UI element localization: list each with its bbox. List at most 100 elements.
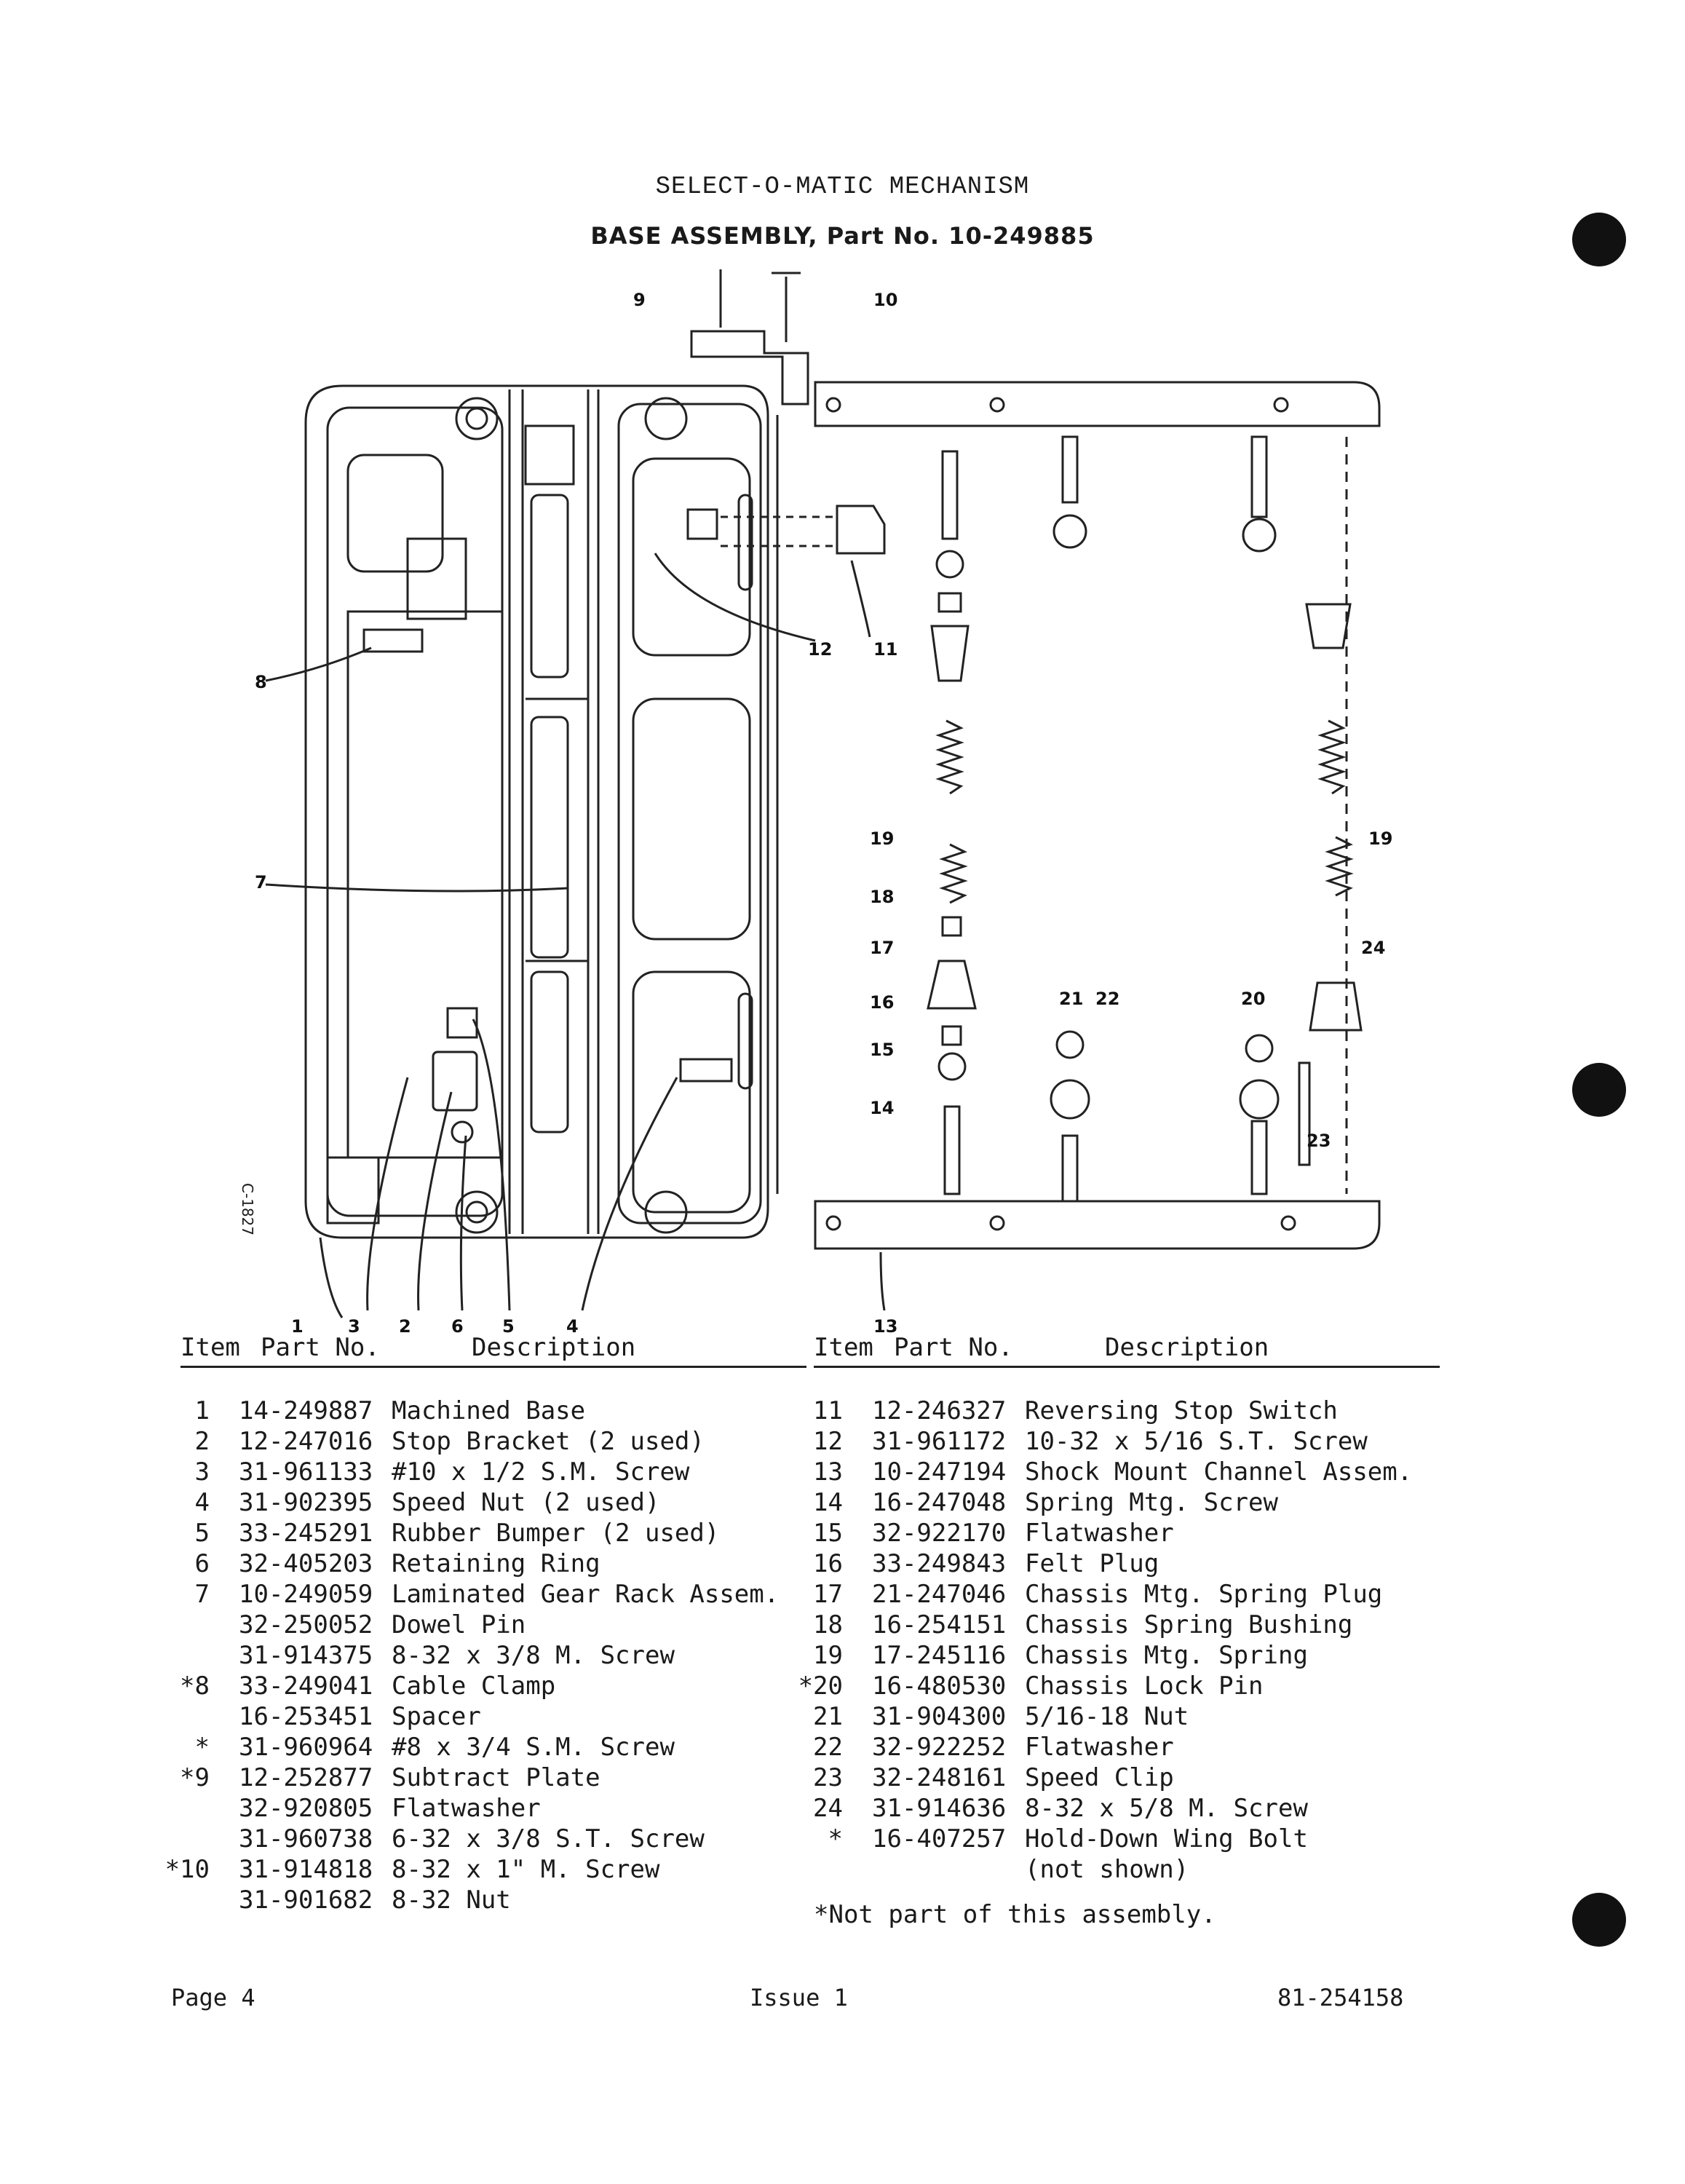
part-description: Chassis Spring Bushing (1025, 1610, 1353, 1639)
part-description: Chassis Mtg. Spring Plug (1025, 1580, 1383, 1609)
part-number: 14-249887 (239, 1396, 373, 1425)
callout-17: 17 (870, 938, 894, 958)
part-description: 10-32 x 5/16 S.T. Screw (1025, 1427, 1368, 1456)
bottom-channel (814, 1200, 1381, 1250)
part-number: 31-960964 (239, 1733, 373, 1762)
part-number: 31-961172 (872, 1427, 1007, 1456)
part-number: 31-904300 (872, 1702, 1007, 1731)
part-description: Cable Clamp (392, 1671, 556, 1701)
binder-hole-top (1572, 213, 1626, 266)
part-description: #10 x 1/2 S.M. Screw (392, 1457, 690, 1487)
footnote: *Not part of this assembly. (814, 1900, 1216, 1929)
table-row: 4 31-902395 Speed Nut (2 used) (181, 1487, 806, 1518)
part-description: 8-32 x 3/8 M. Screw (392, 1641, 675, 1670)
table-row: 12 31-961172 10-32 x 5/16 S.T. Screw (813, 1426, 1440, 1457)
callout-13: 13 (873, 1316, 897, 1337)
callout-11: 11 (873, 639, 897, 660)
part-description: Retaining Ring (392, 1549, 600, 1578)
part-number: 31-901682 (239, 1886, 373, 1915)
callout-19-left: 19 (870, 828, 894, 849)
header-part-no: Part No. (261, 1333, 380, 1362)
part-number: 32-922252 (872, 1733, 1007, 1762)
part-number: 31-914375 (239, 1641, 373, 1670)
part-number: 31-902395 (239, 1488, 373, 1517)
callout-2: 2 (399, 1316, 411, 1337)
table-row: 1 14-249887 Machined Base (181, 1396, 806, 1426)
item-number: 21 (813, 1702, 843, 1731)
part-description: #8 x 3/4 S.M. Screw (392, 1733, 675, 1762)
part-description: Speed Nut (2 used) (392, 1488, 660, 1517)
part-description: 8-32 Nut (392, 1886, 511, 1915)
item-number: 19 (813, 1641, 843, 1670)
part-number: 12-246327 (872, 1396, 1007, 1425)
item-number: 12 (813, 1427, 843, 1456)
part-number: 16-407257 (872, 1824, 1007, 1853)
part-description: Chassis Lock Pin (1025, 1671, 1264, 1701)
item-number: *8 (180, 1671, 210, 1701)
item-number: 15 (813, 1519, 843, 1548)
table-row: 15 32-922170 Flatwasher (813, 1518, 1440, 1548)
footer-page-number: Page 4 (171, 1984, 255, 2011)
part-description: Flatwasher (392, 1794, 541, 1823)
item-number: 11 (813, 1396, 843, 1425)
item-number: 2 (194, 1427, 210, 1456)
callout-15: 15 (870, 1040, 894, 1060)
table-header: Item Part No. Description (814, 1332, 1440, 1368)
part-description: Machined Base (392, 1396, 586, 1425)
figure-code: C-1827 (239, 1183, 256, 1236)
part-description: Stop Bracket (2 used) (392, 1427, 705, 1456)
item-number: 1 (194, 1396, 210, 1425)
table-row: 18 16-254151 Chassis Spring Bushing (813, 1610, 1440, 1640)
callout-24: 24 (1361, 938, 1385, 958)
callout-3: 3 (348, 1316, 360, 1337)
item-number: 3 (194, 1457, 210, 1487)
header-item: Item (181, 1333, 240, 1362)
callout-21: 21 (1059, 989, 1083, 1009)
part-description: Spacer (392, 1702, 481, 1731)
part-number: 32-922170 (872, 1519, 1007, 1548)
part-description: Flatwasher (1025, 1519, 1174, 1548)
part-number: 31-914818 (239, 1855, 373, 1884)
table-row: (not shown) (814, 1854, 1440, 1885)
callout-5: 5 (502, 1316, 515, 1337)
callout-4: 4 (566, 1316, 579, 1337)
part-number: 33-249041 (239, 1671, 373, 1701)
header-description: Description (1105, 1333, 1269, 1362)
part-number: 16-253451 (239, 1702, 373, 1731)
binder-hole-bottom (1572, 1893, 1626, 1947)
part-description: Felt Plug (1025, 1549, 1159, 1578)
part-description: Spring Mtg. Screw (1025, 1488, 1278, 1517)
item-number: 23 (813, 1763, 843, 1792)
header-item: Item (814, 1333, 873, 1362)
part-description: 8-32 x 1" M. Screw (392, 1855, 660, 1884)
item-number: 18 (813, 1610, 843, 1639)
item-number: *9 (180, 1763, 210, 1792)
item-number: 4 (194, 1488, 210, 1517)
part-description: (not shown) (1025, 1855, 1189, 1884)
callout-18: 18 (870, 887, 894, 907)
callout-16: 16 (870, 992, 894, 1013)
part-number: 21-247046 (872, 1580, 1007, 1609)
callout-22: 22 (1095, 989, 1119, 1009)
callout-23: 23 (1307, 1131, 1331, 1151)
part-number: 12-252877 (239, 1763, 373, 1792)
part-number: 16-254151 (872, 1610, 1007, 1639)
machined-base-outline (304, 384, 769, 1239)
